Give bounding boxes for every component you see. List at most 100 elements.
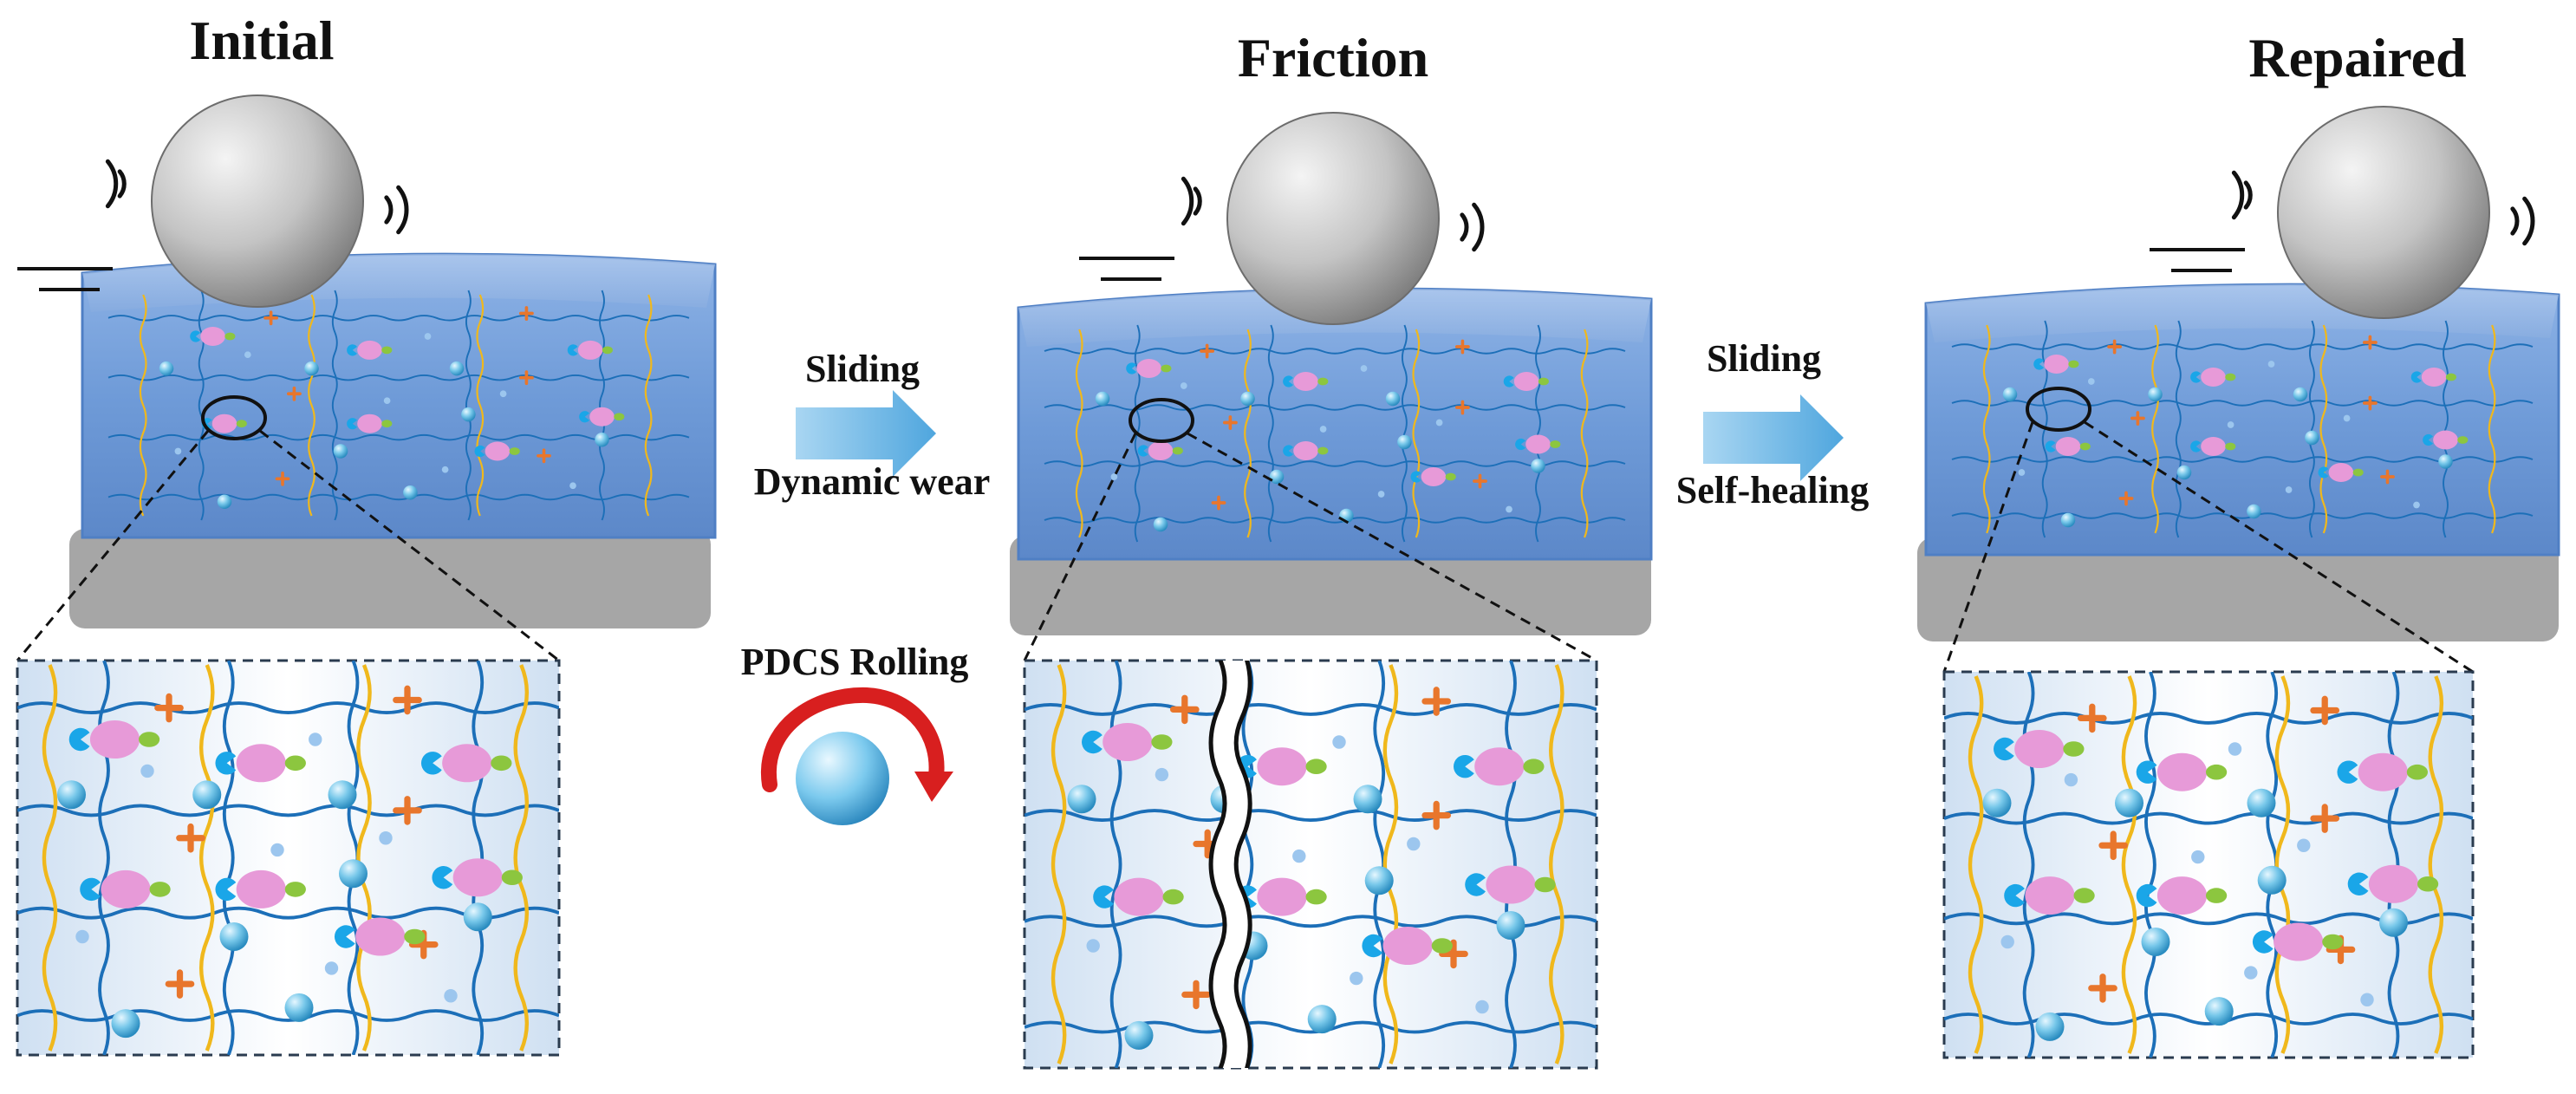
small-dot bbox=[499, 390, 507, 398]
polymer-chain bbox=[1025, 1020, 1597, 1034]
pdcs-particle bbox=[328, 780, 357, 810]
pdcs-rolling-label: PDCS Rolling bbox=[741, 641, 969, 683]
polymer-chain-yellow bbox=[1549, 664, 1564, 1065]
network-inset bbox=[1023, 659, 1598, 1070]
small-dot bbox=[270, 843, 284, 857]
guest-molecule bbox=[1136, 359, 1161, 378]
polymer-chain bbox=[2175, 320, 2182, 538]
green-group bbox=[2206, 764, 2228, 780]
pdcs-particle bbox=[2115, 788, 2143, 817]
polymer-chain-yellow bbox=[199, 664, 215, 1052]
pdcs-particle bbox=[333, 444, 348, 459]
polymer-chain-yellow bbox=[1382, 664, 1399, 1065]
pdcs-particle bbox=[2257, 865, 2287, 895]
crosslink-mark bbox=[286, 386, 302, 401]
vibration-mark bbox=[1181, 176, 1194, 226]
polymer-chain bbox=[2387, 672, 2400, 1058]
crosslink-mark bbox=[2098, 830, 2129, 861]
green-group bbox=[1550, 440, 1561, 448]
pdcs-particle bbox=[111, 1009, 140, 1039]
host-molecule-icon bbox=[2410, 371, 2422, 383]
polymer-chain bbox=[1535, 324, 1541, 543]
polymer-chain-yellow bbox=[1075, 329, 1083, 538]
guest-molecule bbox=[2025, 876, 2075, 915]
pdcs-particle bbox=[1307, 1005, 1337, 1034]
polymer-chain bbox=[1944, 1013, 2473, 1026]
guest-molecule bbox=[2044, 355, 2069, 374]
polymer-chain bbox=[1951, 456, 2534, 463]
crosslink-mark bbox=[2118, 491, 2134, 506]
host-molecule-icon bbox=[2136, 883, 2157, 908]
vibration-mark bbox=[384, 195, 394, 225]
small-dot bbox=[1377, 491, 1385, 498]
host-molecule-icon bbox=[1994, 737, 2014, 761]
host-molecule-icon bbox=[68, 727, 90, 752]
guest-molecule bbox=[1257, 747, 1307, 786]
transition-1-bottom: Dynamic wear bbox=[754, 460, 991, 503]
crosslink-mark bbox=[1439, 939, 1468, 969]
zoom-line bbox=[2084, 420, 2474, 674]
small-dot bbox=[2244, 966, 2258, 980]
green-group bbox=[1317, 446, 1329, 455]
guest-molecule bbox=[236, 869, 286, 908]
vibration-mark bbox=[2243, 180, 2253, 210]
host-molecule-icon bbox=[334, 925, 355, 948]
host-molecule-icon bbox=[190, 330, 201, 342]
guest-molecule bbox=[357, 340, 382, 360]
panel-friction bbox=[1010, 112, 1653, 1070]
pdcs-particle bbox=[403, 485, 418, 500]
polymer-chain-yellow bbox=[1968, 675, 1984, 1054]
pdcs-particle bbox=[2438, 454, 2453, 469]
green-group bbox=[381, 420, 393, 428]
green-group bbox=[236, 420, 247, 428]
host-molecule-icon bbox=[420, 752, 442, 775]
pdcs-particle bbox=[219, 922, 249, 951]
steel-ball bbox=[1226, 112, 1440, 325]
transition-2-bottom: Self-healing bbox=[1676, 469, 1869, 511]
polymer-chain bbox=[1944, 711, 2473, 725]
host-molecule-icon bbox=[2033, 358, 2045, 370]
guest-molecule bbox=[452, 858, 503, 897]
green-group bbox=[2457, 436, 2469, 444]
small-dot bbox=[1407, 837, 1421, 851]
polymer-chain-yellow bbox=[1244, 329, 1252, 538]
host-molecule-icon bbox=[1126, 362, 1137, 374]
pdcs-particle bbox=[2002, 387, 2018, 402]
guest-molecule bbox=[355, 917, 406, 956]
green-group bbox=[404, 928, 426, 945]
small-dot bbox=[1319, 426, 1327, 433]
guest-molecule bbox=[2156, 876, 2208, 915]
crosslink-mark bbox=[2088, 974, 2117, 1003]
crosslink-mark bbox=[154, 693, 184, 723]
pdcs-particle bbox=[1067, 785, 1096, 814]
crosslink-mark bbox=[2077, 703, 2107, 733]
polymer-chain-yellow bbox=[1051, 664, 1067, 1065]
crosslink-mark bbox=[275, 471, 290, 486]
crosslink-mark bbox=[2310, 804, 2340, 833]
polymer-chain-yellow bbox=[644, 294, 653, 517]
host-molecule-icon bbox=[80, 877, 101, 902]
guest-molecule bbox=[442, 744, 492, 783]
pdcs-particle bbox=[192, 780, 222, 810]
guest-molecule bbox=[211, 414, 237, 433]
panel-repaired bbox=[1917, 106, 2560, 1059]
panels-layer bbox=[16, 94, 2560, 1070]
polymer-chain bbox=[1951, 512, 2534, 519]
polymer-chain-yellow bbox=[2274, 675, 2291, 1054]
transition-1-arrow bbox=[796, 390, 936, 477]
pdcs-particle bbox=[2247, 788, 2276, 817]
small-dot bbox=[324, 961, 339, 975]
green-group bbox=[1151, 734, 1173, 750]
zoom-ring bbox=[2026, 387, 2091, 432]
crosslink-mark bbox=[2130, 411, 2145, 426]
green-group bbox=[2322, 934, 2344, 950]
vibration-mark bbox=[1460, 212, 1469, 242]
host-molecule-icon bbox=[1410, 471, 1421, 483]
pdcs-particle bbox=[595, 433, 609, 447]
panel-title-friction: Friction bbox=[1238, 27, 1428, 88]
vibration-mark bbox=[2510, 206, 2520, 236]
polymer-chain bbox=[107, 374, 690, 381]
green-group bbox=[224, 332, 236, 341]
crosslink-mark bbox=[393, 685, 422, 715]
